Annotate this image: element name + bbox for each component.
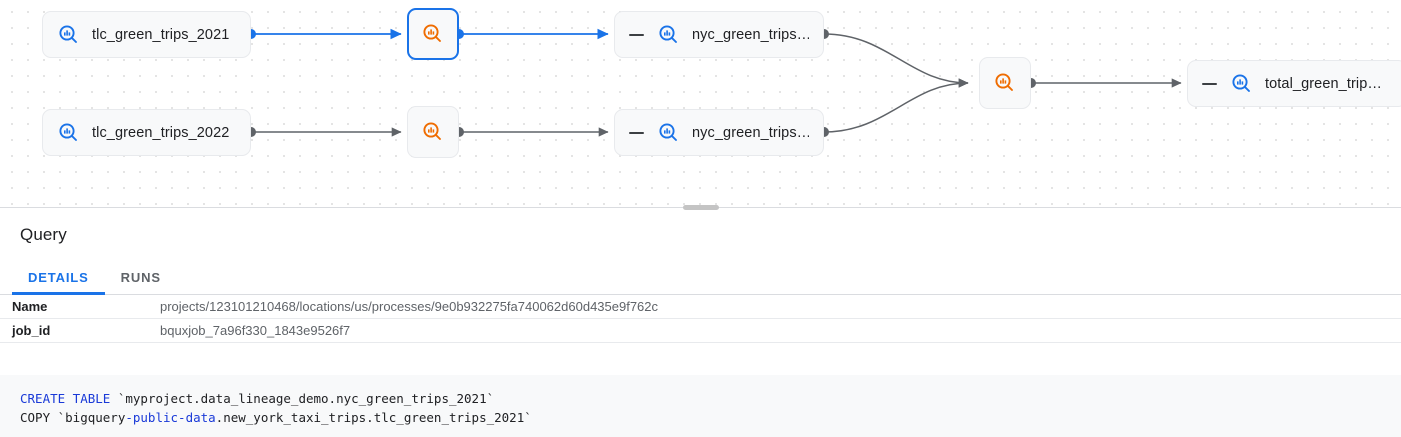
table-search-icon <box>659 122 677 141</box>
table-search-icon <box>659 24 677 43</box>
sql-code-block: CREATE TABLE `myproject.data_lineage_dem… <box>0 375 1401 437</box>
graph-node-label: tlc_green_trips_2022 <box>92 124 230 141</box>
sql-text: `myproject.data_lineage_demo.nyc_green_t… <box>110 391 495 406</box>
property-key: Name <box>12 299 48 314</box>
process-search-icon <box>423 24 441 42</box>
tab-bar: DETAILS RUNS <box>0 261 1401 295</box>
graph-node-tlc-green-trips-2021[interactable]: tlc_green_trips_2021 <box>42 11 251 58</box>
graph-node-total-green-trips[interactable]: total_green_trip… <box>1187 60 1401 107</box>
property-value: bquxjob_7a96f330_1843e9526f7 <box>160 323 351 338</box>
sql-keyword: -public-data <box>125 410 216 425</box>
process-search-icon <box>995 73 1013 91</box>
edge-proc3-to-total <box>1026 78 1182 88</box>
graph-node-process-3[interactable] <box>979 57 1031 109</box>
collapse-icon[interactable] <box>1202 82 1217 85</box>
sql-text: COPY `bigquery <box>20 410 126 425</box>
sql-keyword: CREATE TABLE <box>20 391 111 406</box>
edge-tlc2022-to-proc2 <box>246 127 402 137</box>
collapse-icon[interactable] <box>629 33 644 36</box>
table-search-icon <box>59 122 77 141</box>
page-title: Query <box>20 225 67 244</box>
collapse-icon[interactable] <box>629 131 644 134</box>
table-search-icon <box>59 24 77 43</box>
table-row: Name projects/123101210468/locations/us/… <box>0 295 1401 319</box>
graph-node-tlc-green-trips-2022[interactable]: tlc_green_trips_2022 <box>42 109 251 156</box>
tab-runs[interactable]: RUNS <box>120 270 161 285</box>
edge-tlc2021-to-proc1 <box>246 28 402 40</box>
graph-node-process-1[interactable] <box>407 8 459 60</box>
edge-nyc2-to-proc3 <box>819 78 969 137</box>
lineage-graph-canvas[interactable]: tlc_green_trips_2021 tlc_green_trips_202… <box>0 0 1401 207</box>
graph-node-label: nyc_green_trips… <box>692 26 809 43</box>
process-search-icon <box>423 122 441 140</box>
sql-text: .new_york_taxi_trips.tlc_green_trips_202… <box>215 410 532 425</box>
property-value: projects/123101210468/locations/us/proce… <box>160 299 659 314</box>
graph-node-nyc-green-trips-2[interactable]: nyc_green_trips… <box>614 109 824 156</box>
property-key: job_id <box>12 323 51 338</box>
panel-splitter[interactable] <box>0 205 1401 210</box>
table-search-icon <box>1232 73 1250 92</box>
edge-proc2-to-nyc2 <box>454 127 609 137</box>
graph-node-label: nyc_green_trips… <box>692 124 809 141</box>
graph-node-label: total_green_trip… <box>1265 75 1382 92</box>
graph-node-process-2[interactable] <box>407 106 459 158</box>
drag-handle-icon[interactable] <box>682 205 719 210</box>
tab-details[interactable]: DETAILS <box>12 270 105 295</box>
details-panel: Query DETAILS RUNS Name projects/1231012… <box>0 208 1401 437</box>
edge-nyc1-to-proc3 <box>819 29 969 88</box>
graph-node-nyc-green-trips-1[interactable]: nyc_green_trips… <box>614 11 824 58</box>
properties-table: Name projects/123101210468/locations/us/… <box>0 295 1401 343</box>
graph-node-label: tlc_green_trips_2021 <box>92 26 230 43</box>
table-row: job_id bquxjob_7a96f330_1843e9526f7 <box>0 319 1401 343</box>
edge-proc1-to-nyc1 <box>454 28 609 40</box>
